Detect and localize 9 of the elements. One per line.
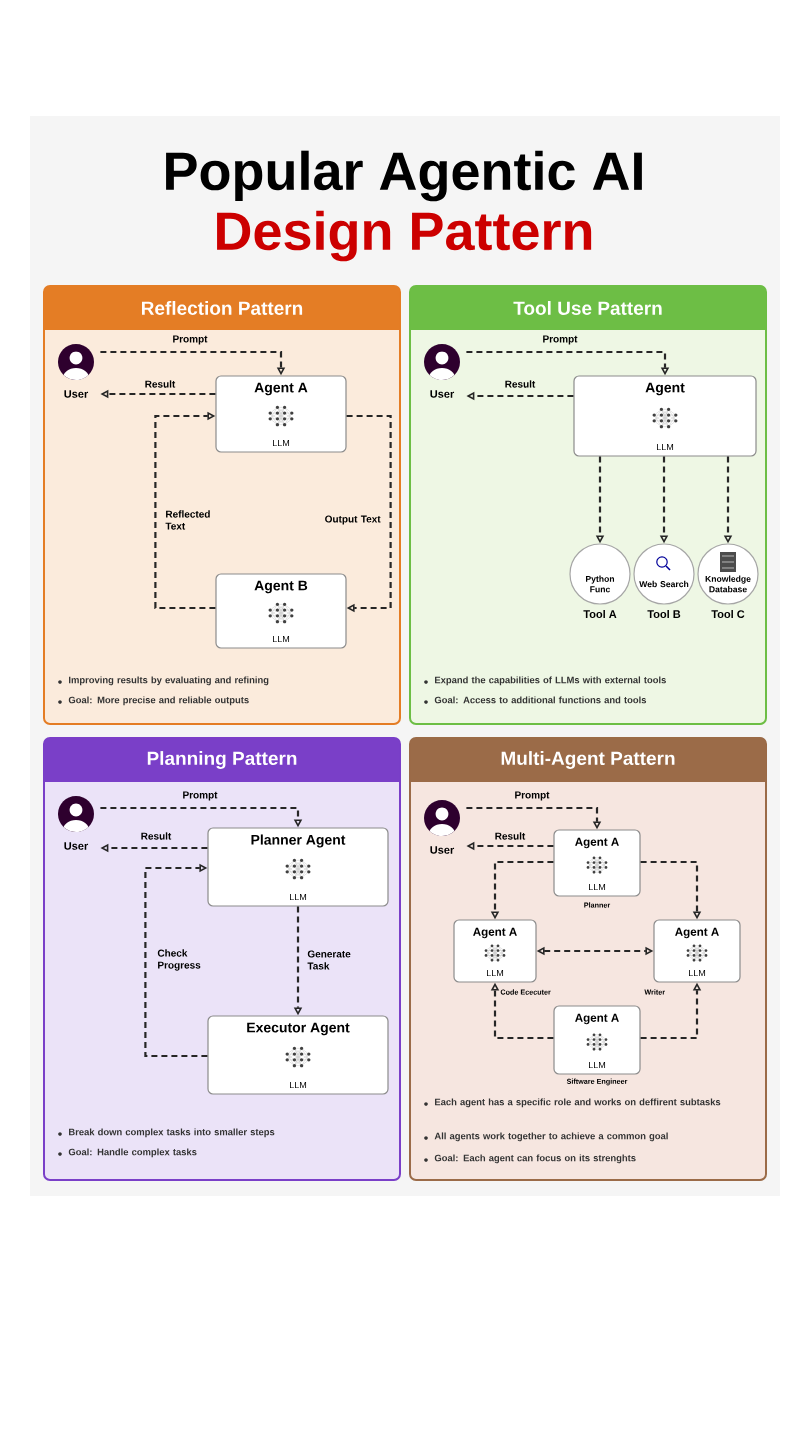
panel-header: Planning Pattern: [147, 751, 297, 769]
subtitle: Design Pattern: [217, 210, 592, 262]
panel-header: Multi-Agent Pattern: [501, 751, 675, 769]
panel-header: Tool Use Pattern: [513, 301, 662, 315]
arrow: [154, 411, 216, 610]
title: Popular Agentic AI: [166, 150, 642, 202]
panel-header: Reflection Pattern: [142, 301, 303, 315]
arrow: [346, 414, 392, 613]
arrow: [144, 863, 208, 1058]
